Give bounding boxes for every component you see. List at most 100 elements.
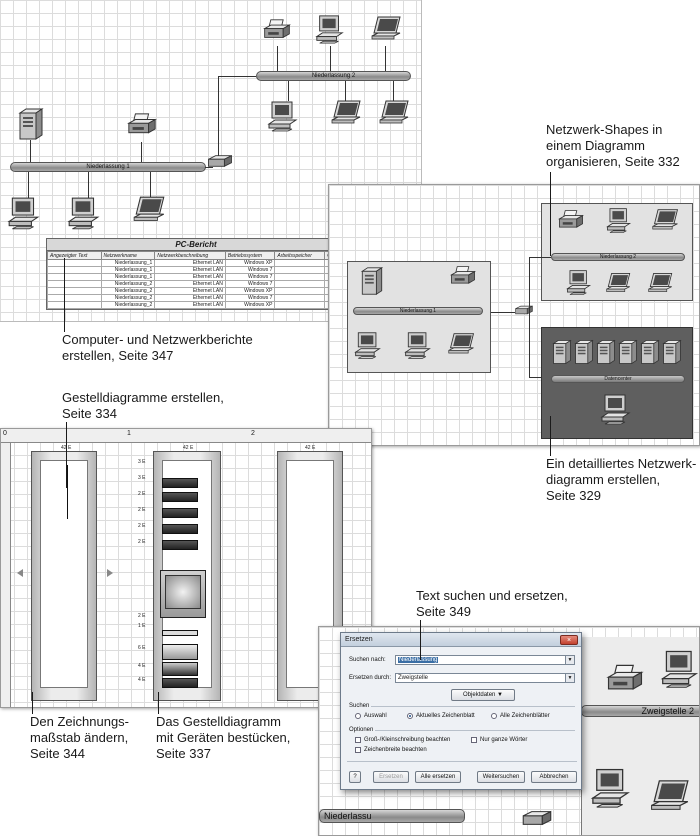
laptop-icon	[651, 207, 681, 237]
find-label: Suchen nach:	[349, 657, 386, 663]
rack-server-unit[interactable]	[162, 524, 198, 534]
match-case-label: Groß-/Kleinschreibung beachten	[364, 737, 450, 743]
resize-arrow-left-icon[interactable]	[17, 569, 23, 577]
close-icon[interactable]: ×	[560, 635, 578, 645]
empty-rack[interactable]	[31, 451, 97, 701]
checkbox-char-width[interactable]	[355, 747, 361, 753]
report-cell: Ethernet LAN	[155, 267, 226, 274]
ruler-mark: 2	[251, 430, 255, 437]
connector-line	[218, 76, 219, 158]
pc-icon	[353, 331, 383, 361]
bus-branch-1: Niederlassung 1	[353, 307, 483, 315]
callout-line: Text suchen und ersetzen,	[416, 588, 568, 604]
printer-icon	[126, 112, 158, 144]
leader-line	[32, 692, 33, 714]
cancel-button[interactable]: Abbrechen	[531, 771, 577, 783]
object-data-button[interactable]: Objektdaten ▼	[451, 689, 515, 701]
rack-storage-unit[interactable]	[162, 644, 198, 660]
callout-line: organisieren, Seite 332	[546, 154, 680, 170]
report-cell: Windows XP	[225, 302, 275, 309]
report-cell	[275, 288, 325, 295]
radio-current-page[interactable]	[407, 713, 413, 719]
unit-height-label: 3 E	[138, 475, 146, 481]
report-cell	[48, 267, 102, 274]
pc-icon	[403, 331, 433, 361]
radio-selection-label: Auswahl	[364, 713, 387, 719]
unit-height-label: 2 E	[138, 613, 146, 619]
router-icon	[513, 303, 535, 317]
radio-current-page-label: Aktuelles Zeichenblatt	[416, 713, 475, 719]
printer-icon	[605, 663, 645, 703]
report-cell	[275, 267, 325, 274]
report-cell: Ethernet LAN	[155, 260, 226, 267]
rack-diagram-panel: 0 1 2 42 E 42 E 42 E 3 E 3 E 2 E 2 E 2 E…	[0, 428, 372, 708]
replace-button[interactable]: Ersetzen	[373, 771, 409, 783]
selection-handle[interactable]	[67, 465, 68, 519]
chevron-down-icon[interactable]: ▼	[565, 674, 574, 682]
connector-line	[330, 46, 331, 72]
report-cell	[275, 274, 325, 281]
callout-line: Seite 329	[546, 488, 696, 504]
char-width-label: Zeichenbreite beachten	[364, 747, 427, 753]
checkbox-whole-words[interactable]	[471, 737, 477, 743]
report-cell: Niederlassung_2	[101, 288, 155, 295]
report-cell	[48, 288, 102, 295]
callout-line: Gestelldiagramme erstellen,	[62, 390, 224, 406]
callout-line: Seite 349	[416, 604, 568, 620]
rack-storage-unit[interactable]	[162, 678, 198, 688]
pc-icon	[565, 269, 593, 297]
report-cell: Ethernet LAN	[155, 281, 226, 288]
ruler-mark: 1	[127, 430, 131, 437]
report-cell: Windows 7	[225, 274, 275, 281]
leader-line	[420, 620, 421, 660]
report-header-row: Angezeigter TextNetzwerknameNetzwerkbesc…	[48, 252, 345, 260]
laptop-icon	[378, 98, 412, 132]
find-input[interactable]: Niederlassung ▼	[395, 655, 575, 665]
rack-server-unit[interactable]	[162, 508, 198, 518]
rack-server-unit[interactable]	[162, 492, 198, 502]
report-cell: Niederlassung_1	[101, 260, 155, 267]
radio-all-pages[interactable]	[491, 713, 497, 719]
replace-all-button[interactable]: Alle ersetzen	[415, 771, 461, 783]
callout-detailed-network: Ein detailliertes Netzwerk- diagramm ers…	[546, 456, 696, 504]
connector-line	[491, 312, 515, 313]
rack-server-unit[interactable]	[162, 478, 198, 488]
unit-height-label: 2 E	[138, 491, 146, 497]
report-cell: Niederlassung_1	[101, 274, 155, 281]
chevron-down-icon[interactable]: ▼	[565, 656, 574, 664]
pc-icon	[659, 649, 700, 691]
find-next-button[interactable]: Weitersuchen	[477, 771, 525, 783]
server-icon	[14, 106, 48, 142]
rack-server-unit[interactable]	[162, 540, 198, 550]
unit-height-label: 2 E	[138, 507, 146, 513]
rack-storage-unit[interactable]	[162, 662, 198, 676]
report-cell: Windows XP	[225, 288, 275, 295]
equipped-rack[interactable]	[153, 451, 221, 701]
report-cell: Ethernet LAN	[155, 302, 226, 309]
connector-line	[205, 167, 213, 168]
callout-line: diagramm erstellen,	[546, 472, 696, 488]
replace-input[interactable]: Zweigstelle ▼	[395, 673, 575, 683]
help-button[interactable]: ?	[349, 771, 361, 783]
resize-arrow-right-icon[interactable]	[107, 569, 113, 577]
report-cell: Ethernet LAN	[155, 274, 226, 281]
server-icon	[357, 265, 387, 297]
callout-line: maßstab ändern,	[30, 730, 129, 746]
connector-line	[277, 46, 278, 72]
radio-selection[interactable]	[355, 713, 361, 719]
rack-monitor[interactable]	[160, 570, 206, 618]
bus-datacenter: Datencenter	[551, 375, 685, 383]
checkbox-match-case[interactable]	[355, 737, 361, 743]
callout-line: Computer- und Netzwerkberichte	[62, 332, 253, 348]
unit-height-label: 4 E	[138, 663, 146, 669]
report-cell	[275, 260, 325, 267]
pc-icon	[6, 196, 42, 232]
report-cell: Niederlassung_2	[101, 302, 155, 309]
bus-branch-2: Niederlassung 2	[551, 253, 685, 261]
radio-all-pages-label: Alle Zeichenblätter	[500, 713, 550, 719]
leader-line	[158, 692, 159, 714]
rack-keyboard-unit[interactable]	[162, 630, 198, 636]
report-column-header: Netzwerkname	[101, 252, 155, 260]
table-row: Niederlassung_2Ethernet LANWindows 7	[48, 281, 345, 288]
